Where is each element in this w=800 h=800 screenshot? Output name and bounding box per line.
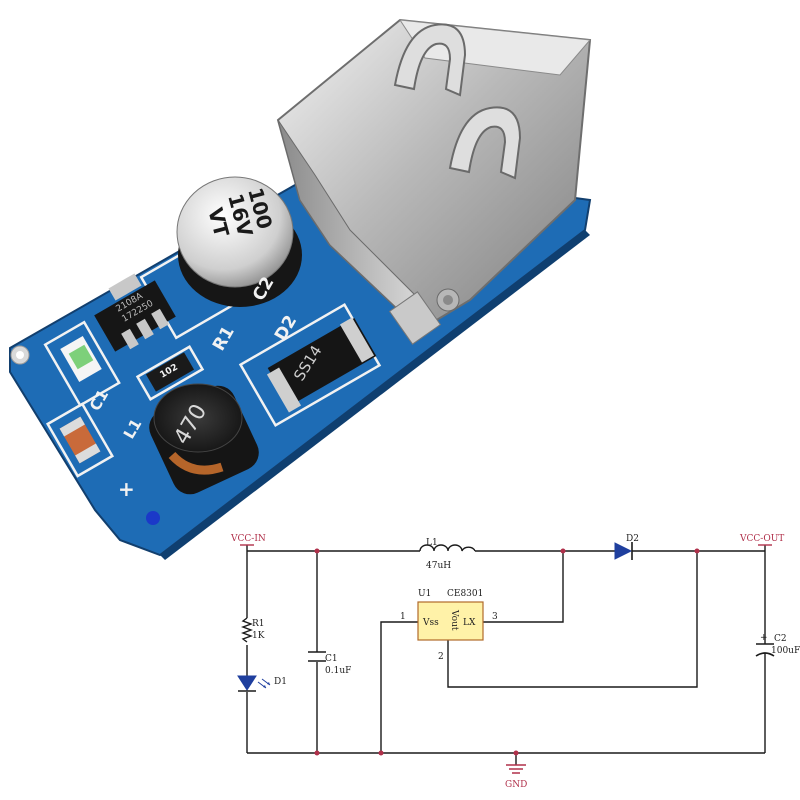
vcc-out-label: VCC-OUT [739,534,784,544]
resistor-r1 [145,352,195,392]
d2-ref: D2 [626,534,639,544]
l1-ref: L1 [426,538,438,548]
pin-vout-label: Vout [449,609,459,631]
gnd-label: GND [505,780,527,790]
inductor-l1: 470 [149,383,259,495]
wire-lx [483,551,564,623]
pcb-marker-dot [146,511,160,525]
usb-a-connector [276,18,592,345]
c2-polarity: + [760,633,768,643]
junction-dot [314,750,320,756]
junction-dot [694,548,700,554]
pin1-number: 1 [400,612,406,622]
vcc-in-label: VCC-IN [230,534,266,544]
ground-symbol [506,764,526,774]
pin2-number: 2 [438,652,444,662]
c1-value: 0.1uF [325,666,351,676]
l1-value: 47uH [426,561,451,571]
d1-ref: D1 [274,677,287,687]
ic-u1: 2108A 172250 [94,273,176,352]
c2-ref: C2 [774,634,787,644]
silk-plus: + [118,477,135,501]
pin-lx-label: LX [463,618,476,628]
pcb-module-photo: 102 2108A 172250 100 16V VT 470 [9,18,592,560]
electrolytic-capacitor-c2: 100 16V VT [176,176,302,307]
resistor-r1-symbol [241,617,253,643]
c1-ref: C1 [325,654,338,664]
pin-vss-label: Vss [422,618,439,628]
r1-value: 1K [252,631,265,641]
u1-part: CE8301 [447,589,483,599]
capacitor-c1-symbol [308,651,326,662]
diode-d2-symbol [614,542,645,560]
u1-ref: U1 [418,589,431,599]
schematic-junctions [314,548,700,756]
junction-dot [314,548,320,554]
r1-ref: R1 [252,619,265,629]
junction-dot [513,750,519,756]
pin3-number: 3 [492,612,498,622]
ic-u1-symbol [417,601,484,641]
capacitor-c2-symbol [755,643,775,657]
wire-vss [380,621,418,753]
inductor-l1-symbol [419,544,476,552]
junction-dot [560,548,566,554]
led-d1-symbol [237,675,271,692]
c2-value: 100uF [771,646,800,656]
wire-vout [447,551,698,688]
junction-dot [378,750,384,756]
schematic-diagram [246,545,766,765]
